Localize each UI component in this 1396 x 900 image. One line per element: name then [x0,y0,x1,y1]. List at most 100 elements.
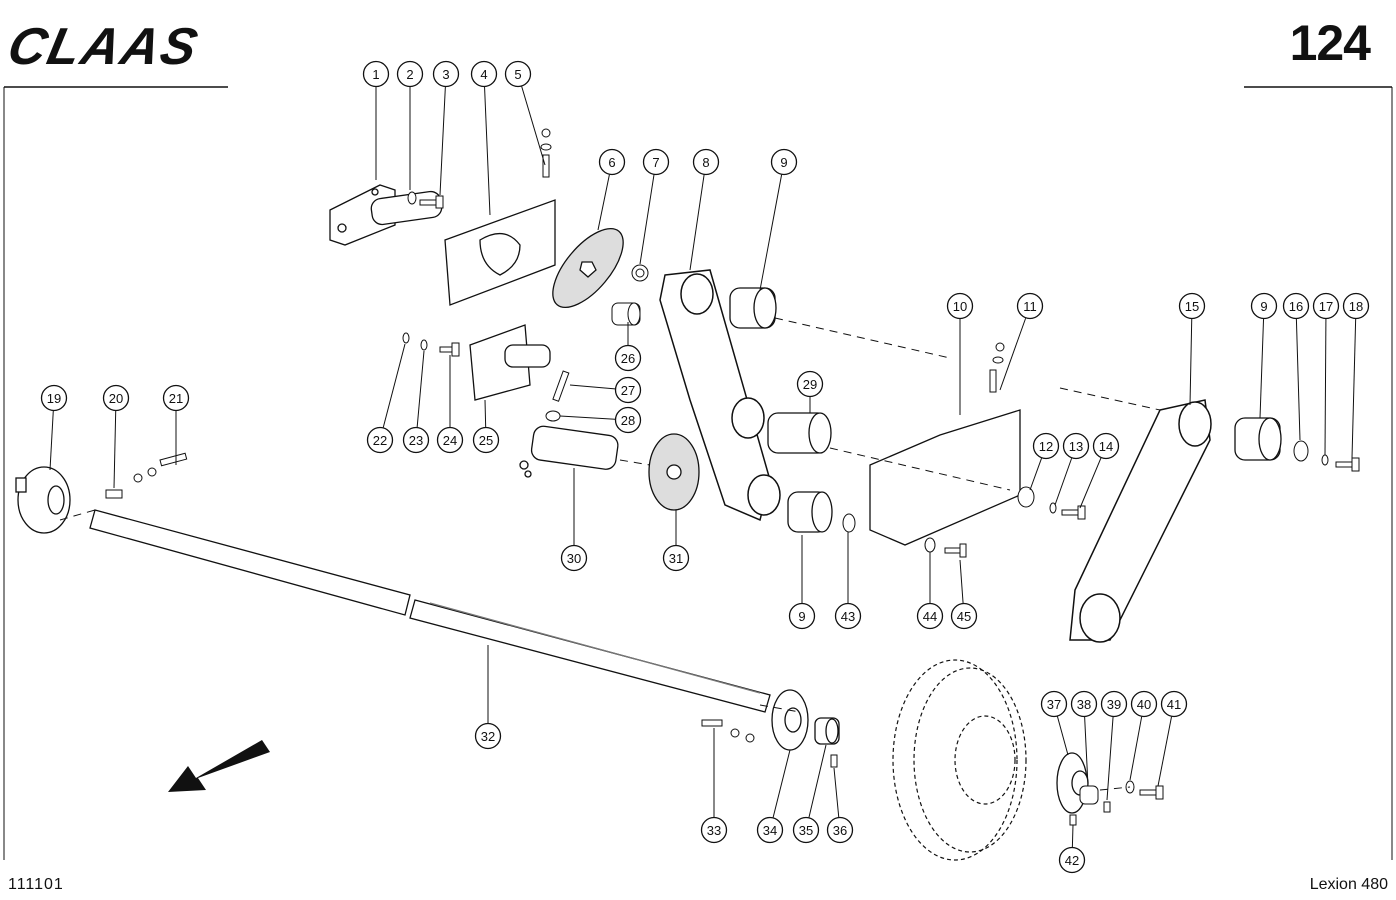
part-bolt-18 [1335,457,1360,472]
callout-number: 39 [1107,697,1121,712]
callout-number: 9 [780,155,787,170]
part-nut-7 [631,264,649,282]
callout-number: 1 [372,67,379,82]
part-screw-42 [1069,814,1077,826]
part-bushing-29 [767,412,832,454]
callout-number: 6 [608,155,615,170]
callout-number: 40 [1137,697,1151,712]
leader-line [1054,458,1073,506]
callout-balloon: 15 [1178,292,1206,320]
callout-number: 19 [47,391,61,406]
leader-lines [49,86,1357,848]
leader-line [1071,824,1074,848]
callout-balloon: 13 [1062,432,1090,460]
page-number: 124 [1289,15,1371,71]
part-lever-15 [1069,399,1212,643]
leader-line [1029,458,1043,491]
part-disc-31 [648,433,700,511]
part-bracket-10 [869,409,1021,546]
leader-line [559,415,616,420]
part-bushing-9a [729,287,777,329]
part-disc-6 [552,227,624,309]
callout-number: 43 [841,609,855,624]
part-washer-2 [407,191,417,205]
leader-line [49,410,54,471]
callout-balloon: 19 [40,384,68,412]
leader-line [1259,318,1265,419]
part-washer-13 [1049,502,1057,514]
callout-number: 29 [803,377,817,392]
model-name: Lexion 480 [1309,876,1388,893]
callout-balloon: 9 [770,148,798,176]
part-pulley [892,659,1027,861]
callout-number: 13 [1069,439,1083,454]
callout-balloon: 1 [362,60,390,88]
part-bolt-33 [701,719,755,743]
callout-number: 5 [514,67,521,82]
part-bracket-1 [329,184,443,246]
leader-line [833,767,840,818]
part-screw-5 [540,128,552,178]
callout-number: 25 [479,433,493,448]
callout-balloon: 7 [642,148,670,176]
part-screw-11 [989,342,1005,393]
callout-balloon: 26 [614,344,642,372]
leader-line [484,399,487,428]
callout-number: 8 [702,155,709,170]
callout-number: 38 [1077,697,1091,712]
leader-line [808,744,827,818]
callout-number: 16 [1289,299,1303,314]
leader-line [1189,318,1193,406]
claas-logo: CLAAS [10,18,204,74]
part-pin-28 [545,410,561,422]
callout-balloon: 43 [834,602,862,630]
callout-number: 42 [1065,853,1079,868]
leader-line [521,86,546,166]
callout-number: 23 [409,433,423,448]
part-washer-43 [842,513,856,533]
callout-number: 20 [109,391,123,406]
callout-balloon: 35 [792,816,820,844]
callout-balloon: 36 [826,816,854,844]
callout-balloon: 41 [1160,690,1188,718]
leader-line [772,749,791,818]
part-flange-19 [15,466,71,534]
part-bushing-38 [1079,785,1099,805]
part-screw-39 [1103,801,1111,813]
callout-number: 28 [621,413,635,428]
leader-line [1295,318,1301,441]
leader-line [439,86,446,196]
callout-balloon: 4 [470,60,498,88]
callout-number: 4 [480,67,487,82]
part-bracket-25 [469,324,551,401]
part-washer-12 [1017,486,1035,508]
part-plate-4 [444,199,556,306]
callout-number: 33 [707,823,721,838]
callout-balloon: 10 [946,292,974,320]
callout-number: 41 [1167,697,1181,712]
callout-number: 2 [406,67,413,82]
callout-balloon: 3 [432,60,460,88]
callout-balloon: 32 [474,722,502,750]
callout-balloon: 9 [1250,292,1278,320]
part-lever-8 [659,269,781,522]
drawing-id: 111101 [8,876,64,893]
callout-number: 32 [481,729,495,744]
callout-number: 34 [763,823,777,838]
leader-line [1157,716,1173,787]
callout-balloon: 11 [1016,292,1044,320]
part-collar-35 [814,717,840,745]
part-bolt-21 [133,452,188,483]
leader-line [597,174,610,231]
leader-line [1351,318,1357,459]
callout-number: 35 [799,823,813,838]
callout-number: 44 [923,609,937,624]
part-bolt-24 [439,342,460,357]
part-bolt-45 [944,543,967,558]
callout-balloon: 18 [1342,292,1370,320]
part-washer-16 [1293,440,1309,462]
callout-balloon: 20 [102,384,130,412]
